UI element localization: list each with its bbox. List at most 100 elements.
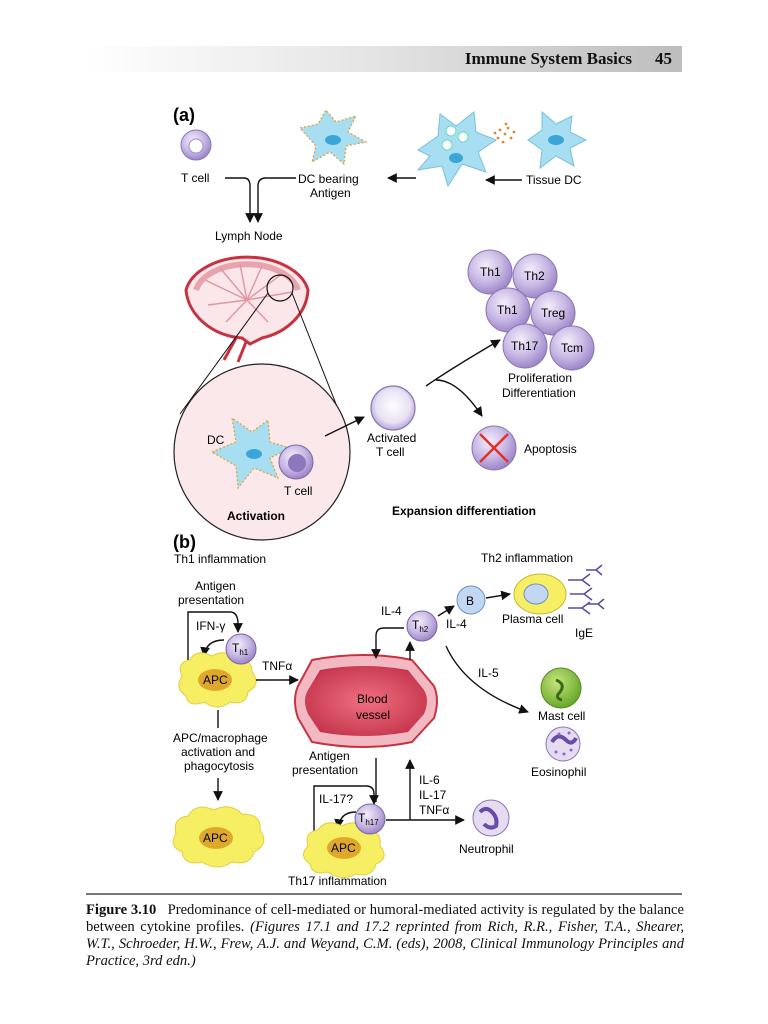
- neutrophil-label: Neutrophil: [459, 842, 514, 856]
- arrow-il4-down: [371, 627, 404, 659]
- il6-label: IL-6: [419, 773, 440, 787]
- arrow-antigen-presentation: [187, 611, 243, 660]
- il5-label: IL-5: [478, 666, 499, 680]
- proliferated-cells-cluster: [467, 249, 595, 371]
- cell-th1-b: Th1: [497, 303, 518, 317]
- arrow-to-apoptosis: [435, 379, 483, 417]
- dc-bearing-label-1: DC bearing: [298, 172, 359, 186]
- apc-th17-label: APC: [331, 841, 356, 855]
- dc-with-antigens-icon: [416, 111, 498, 188]
- figure-caption: Figure 3.10 Predominance of cell-mediate…: [86, 902, 684, 970]
- mast-cell-icon: [540, 667, 582, 709]
- dc-bearing-label-2: Antigen: [310, 186, 351, 200]
- blood-label-2: vessel: [356, 708, 390, 722]
- th17-label: Th17: [358, 811, 379, 827]
- lymph-node-icon: [184, 255, 310, 363]
- il17-label: IL-17: [419, 788, 447, 802]
- arrow-to-proliferation: [425, 339, 501, 387]
- mast-cell-label: Mast cell: [538, 709, 585, 723]
- activated-t-cell-icon: [370, 385, 416, 431]
- apc-bottom-label: APC: [203, 831, 228, 845]
- panel-b-label: (b): [173, 532, 196, 552]
- th1-cell-icon: [225, 633, 257, 665]
- blood-label-1: Blood: [357, 692, 388, 706]
- th2-cell-icon: [406, 610, 438, 642]
- t-cell-label: T cell: [181, 171, 209, 185]
- panel-a-label: (a): [173, 105, 195, 125]
- arrow-b-to-plasma: [485, 590, 511, 601]
- dendritic-cell-icon: [298, 108, 368, 166]
- tnf-label-2: TNFα: [419, 803, 449, 817]
- cell-treg: Treg: [541, 306, 565, 320]
- proliferation-label-2: Differentiation: [502, 386, 576, 400]
- arrow-il5: [445, 645, 529, 714]
- caption-text: Predominance of cell-mediated or humoral…: [86, 902, 684, 935]
- apc-th17-icon: [303, 822, 385, 878]
- t-cell-icon: [180, 129, 212, 161]
- th1-inflammation-label: Th1 inflammation: [174, 552, 266, 566]
- cell-th1-a: Th1: [480, 265, 501, 279]
- running-header: Immune System Basics 45: [86, 46, 682, 72]
- arrow-tcell-to-lymph: [225, 177, 255, 223]
- t-cell-inner-label: T cell: [284, 484, 312, 498]
- il4-left-label: IL-4: [381, 604, 402, 618]
- b-cell-icon: [456, 585, 486, 615]
- cell-th17: Th17: [511, 339, 539, 353]
- antigen-particles-icon: [493, 122, 516, 144]
- apoptosis-label: Apoptosis: [524, 442, 577, 456]
- apc-label: APC: [203, 673, 228, 687]
- proliferation-label-1: Proliferation: [508, 371, 572, 385]
- ige-antibody-icons: [568, 564, 605, 615]
- th17-inflammation-label: Th17 inflammation: [288, 874, 387, 888]
- lymph-node-label: Lymph Node: [215, 229, 283, 243]
- ige-label: IgE: [575, 626, 593, 640]
- arrow-th2-to-b: [437, 605, 455, 617]
- figure-3-10: (a) T cell DC bearing Antigen Tissue DC …: [172, 105, 605, 888]
- th2-inflammation-label: Th2 inflammation: [481, 551, 573, 565]
- b-cell-label: B: [466, 594, 474, 608]
- plasma-cell-icon: [513, 573, 567, 615]
- ifn-label: IFN-γ: [196, 619, 225, 633]
- tnf-label-1: TNFα: [262, 659, 292, 673]
- antigen-presentation-label-1: Antigen: [195, 579, 236, 593]
- th1-label: Th1: [232, 641, 249, 657]
- th2-label: Th2: [412, 618, 429, 634]
- zoom-line-left: [179, 292, 269, 415]
- zoom-line-right: [291, 292, 341, 415]
- eosinophil-label: Eosinophil: [531, 765, 586, 779]
- eosinophil-icon: [545, 726, 581, 762]
- tissue-dc-label: Tissue DC: [526, 173, 582, 187]
- tissue-dc-icon: [527, 110, 588, 170]
- apc-mac-label-3: phagocytosis: [184, 759, 254, 773]
- neutrophil-icon: [472, 799, 510, 837]
- arrow-dc-to-lymph: [253, 177, 296, 223]
- apc-mac-label-2: activation and: [181, 745, 255, 759]
- blood-vessel-icon: [294, 654, 438, 748]
- page-number: 45: [655, 49, 672, 68]
- apc-mac-label-1: APC/macrophage: [173, 731, 268, 745]
- t-cell-activation-icon: [278, 444, 314, 480]
- activated-label-2: T cell: [376, 445, 404, 459]
- il17q-label: IL-17?: [319, 792, 353, 806]
- cell-th2: Th2: [524, 269, 545, 283]
- apc-th1-icon: [178, 652, 257, 708]
- antigen2-label-1: Antigen: [309, 749, 350, 763]
- cell-tcm: Tcm: [561, 341, 583, 355]
- antigen2-label-2: presentation: [292, 763, 358, 777]
- th17-cell-icon: [354, 803, 386, 835]
- dc-label: DC: [207, 433, 225, 447]
- caption-rule: [86, 893, 682, 895]
- arrow-antigen2: [313, 785, 379, 832]
- expansion-label: Expansion differentiation: [392, 504, 536, 518]
- caption-figure-label: Figure 3.10: [86, 902, 157, 918]
- antigen-presentation-label-2: presentation: [178, 593, 244, 607]
- activation-label: Activation: [227, 509, 285, 523]
- header-title: Immune System Basics: [464, 49, 632, 68]
- arrow-to-activated: [324, 416, 365, 437]
- activated-label-1: Activated: [367, 431, 416, 445]
- il4-right-label: IL-4: [446, 617, 467, 631]
- plasma-cell-label: Plasma cell: [502, 612, 563, 626]
- caption-citation: (Figures 17.1 and 17.2 reprinted from Ri…: [86, 919, 684, 969]
- apoptosis-cell-icon: [471, 425, 517, 471]
- apc-activated-icon: [172, 806, 265, 868]
